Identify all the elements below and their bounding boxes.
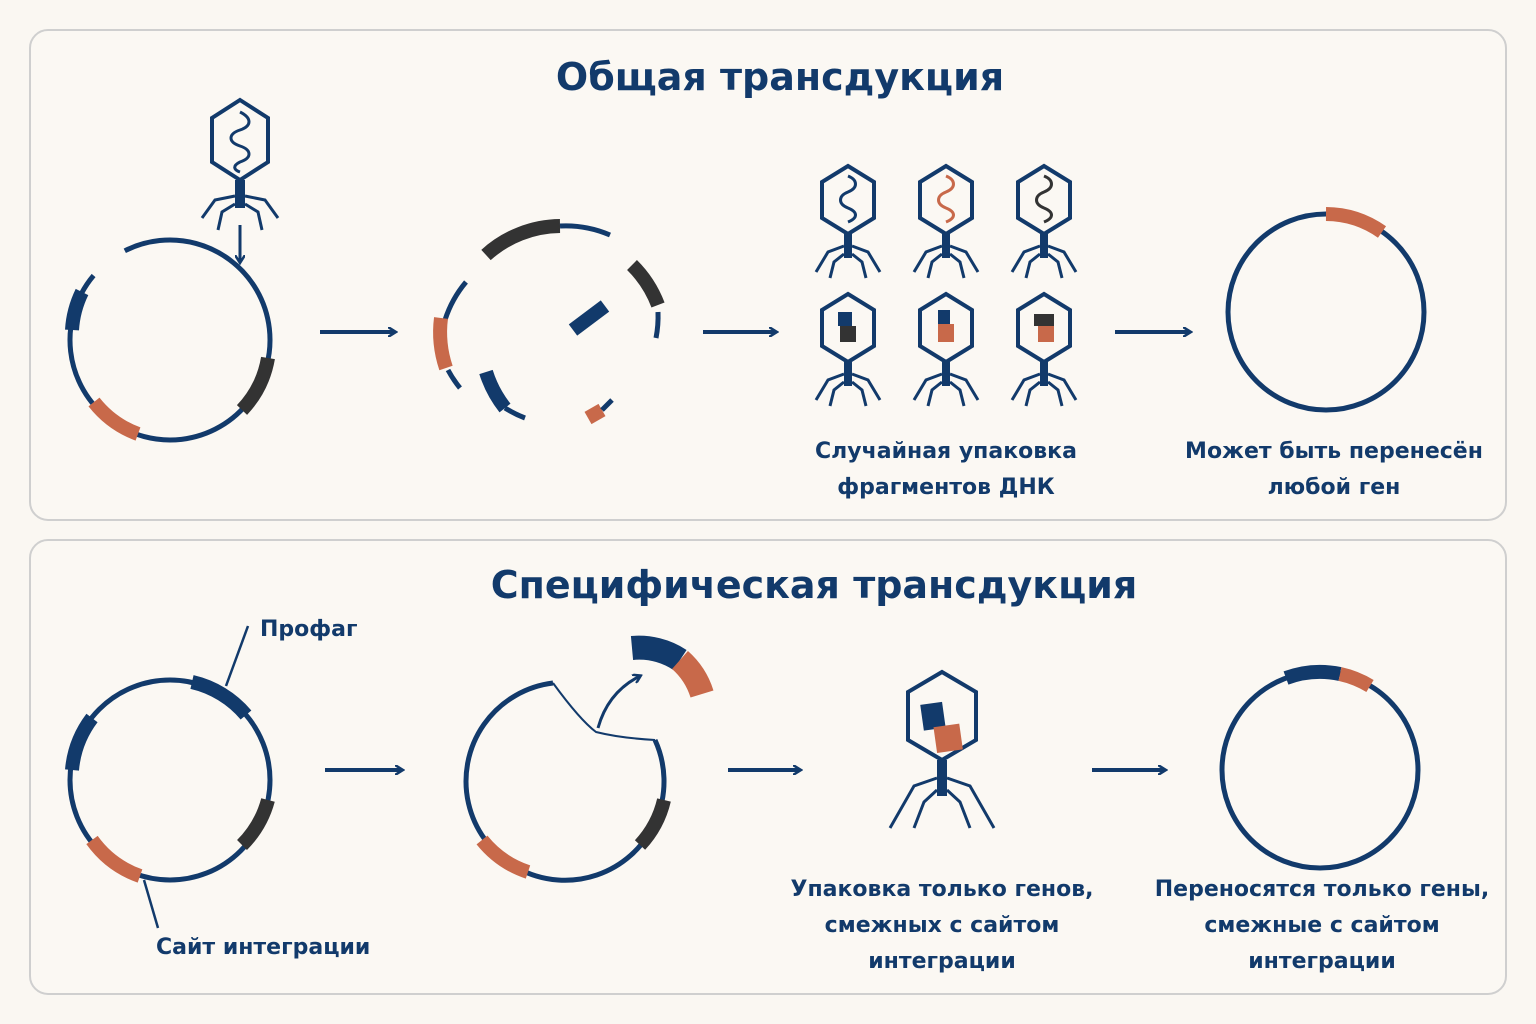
specialized-panel (29, 539, 1507, 995)
lysogen-chromosome-icon (65, 675, 275, 883)
excision-chromosome-icon (463, 635, 714, 883)
prophage-pointer-line (224, 625, 250, 687)
general-title: Общая трансдукция (556, 55, 1004, 99)
phage-icon (912, 163, 980, 279)
phage-icon (1010, 163, 1078, 279)
fragmented-dna-icon (433, 219, 665, 425)
general-packaging-caption-line2: фрагментов ДНК (837, 475, 1054, 500)
specialized-packaging-caption-line2: смежных с сайтом (825, 913, 1060, 938)
transduced-chromosome-icon (1219, 664, 1421, 871)
phage-icon (814, 163, 882, 279)
specialized-result-caption-line2: смежные с сайтом (1204, 913, 1439, 938)
general-packaging-caption-line1: Случайная упаковка (815, 439, 1077, 464)
specialized-result-caption-line1: Переносятся только гены, (1155, 877, 1490, 902)
general-result-caption-line2: любой ген (1268, 475, 1401, 500)
host-chromosome-icon (65, 237, 275, 443)
specialized-packaging-caption-line1: Упаковка только генов, (790, 877, 1093, 902)
specialized-packaging-caption-line3: интеграции (868, 949, 1016, 974)
general-result-caption-line1: Может быть перенесён (1185, 439, 1483, 464)
integration-site-label: Сайт интеграции (156, 935, 370, 960)
infecting-phage-icon (200, 97, 280, 231)
phage-icon (912, 291, 980, 407)
integration-site-pointer-line (142, 879, 160, 929)
general-panel (29, 29, 1507, 521)
recipient-chromosome-icon (1225, 207, 1427, 413)
specialized-result-caption-line3: интеграции (1248, 949, 1396, 974)
prophage-label: Профаг (260, 617, 357, 642)
packaged-phages-grid (814, 163, 1078, 407)
phage-icon (814, 291, 882, 407)
specialized-phage-icon (888, 669, 996, 829)
phage-icon (1010, 291, 1078, 407)
specialized-title: Специфическая трансдукция (491, 563, 1138, 607)
